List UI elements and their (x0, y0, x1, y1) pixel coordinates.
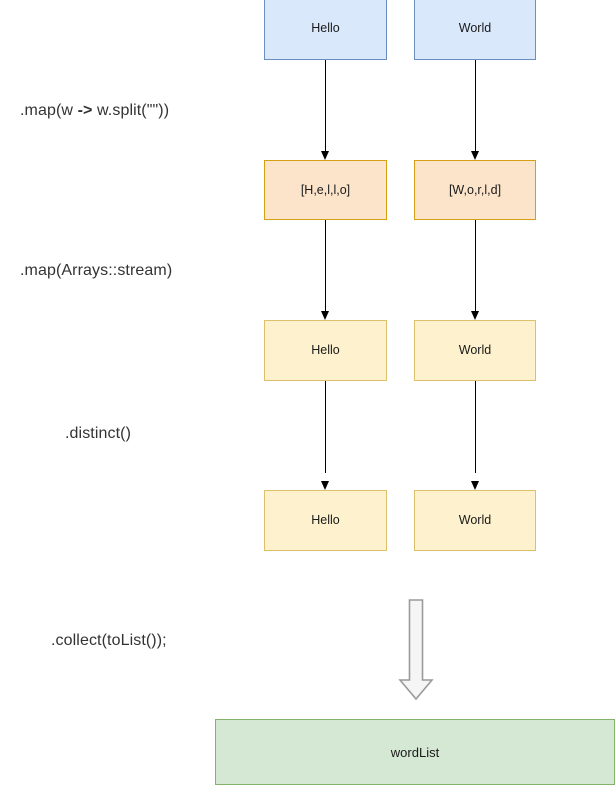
stage-label-map-split: .map(w -> w.split("")) (20, 101, 169, 120)
node-label: wordList (390, 744, 440, 760)
arrowhead-icon (320, 481, 329, 490)
node-input-hello[interactable]: Hello (264, 0, 387, 60)
arrowhead-icon (470, 311, 479, 320)
connector-stream-hello-to-distinct-hello (325, 381, 326, 473)
connector-array-world-to-stream-world (475, 220, 476, 312)
stage-label-map-arrays-stream: .map(Arrays::stream) (20, 262, 173, 279)
arrowhead-icon (470, 151, 479, 160)
arrowhead-icon (320, 151, 329, 160)
node-stream-world[interactable]: World (414, 320, 536, 381)
node-input-world[interactable]: World (414, 0, 536, 60)
node-label: [H,e,l,l,o] (300, 182, 351, 197)
connector-input-world-to-array-world (475, 60, 476, 152)
node-label: Hello (311, 513, 340, 527)
node-stream-hello[interactable]: Hello (264, 320, 387, 381)
node-result-wordlist[interactable]: wordList (215, 719, 615, 785)
node-label: Hello (311, 21, 340, 35)
stage-label-map-split-prefix: .map(w (20, 102, 78, 119)
arrowhead-icon (470, 481, 479, 490)
node-label: World (458, 343, 492, 357)
node-array-hello[interactable]: [H,e,l,l,o] (264, 160, 387, 220)
collect-block-arrow-icon (396, 598, 436, 702)
node-label: World (458, 513, 492, 527)
node-label: Hello (311, 343, 340, 357)
node-distinct-hello[interactable]: Hello (264, 490, 387, 551)
node-distinct-world[interactable]: World (414, 490, 536, 551)
connector-input-hello-to-array-hello (325, 60, 326, 152)
node-label: World (458, 21, 492, 35)
connector-array-hello-to-stream-hello (325, 220, 326, 312)
connector-stream-world-to-distinct-world (475, 381, 476, 473)
node-array-world[interactable]: [W,o,r,l,d] (414, 160, 536, 220)
stage-label-map-split-suffix: w.split("")) (92, 102, 170, 119)
stage-label-collect: .collect(toList()); (51, 632, 167, 649)
lambda-arrow-glyph: -> (77, 102, 93, 119)
stage-label-distinct: .distinct() (65, 425, 131, 442)
arrowhead-icon (320, 311, 329, 320)
node-label: [W,o,r,l,d] (448, 182, 502, 197)
